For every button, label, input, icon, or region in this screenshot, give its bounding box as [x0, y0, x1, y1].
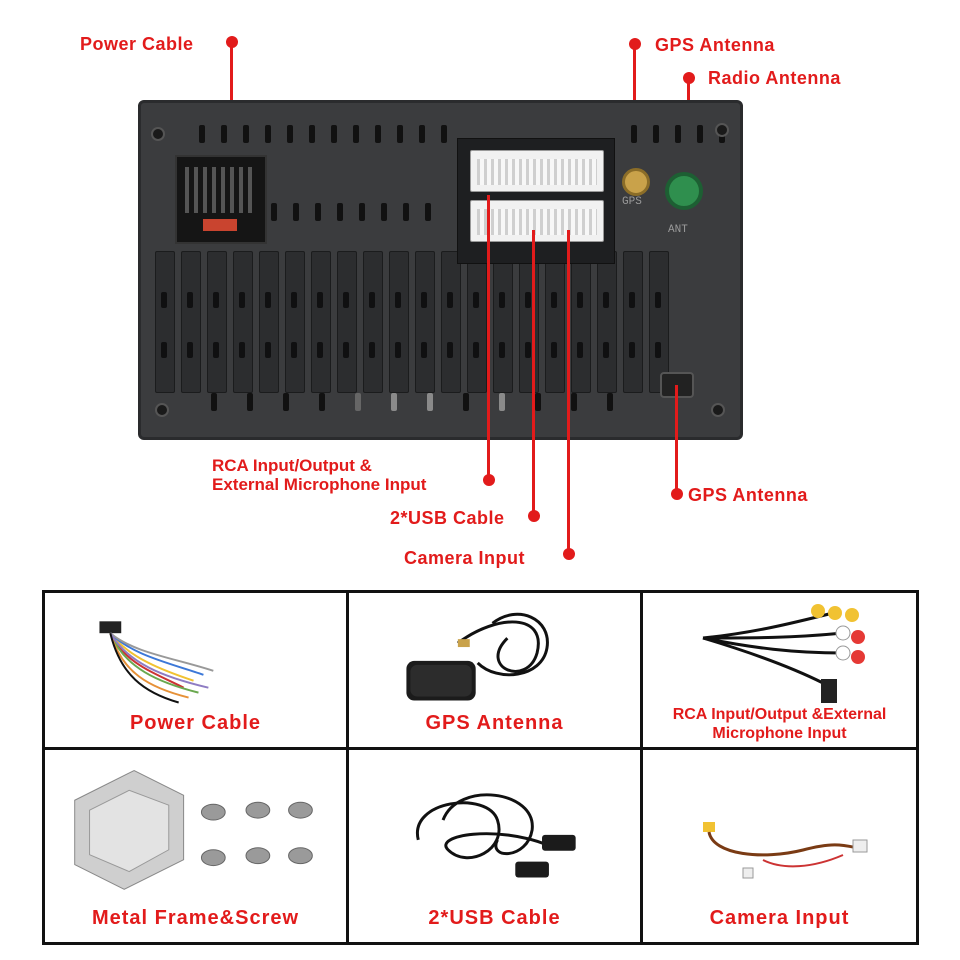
- usb-callout: 2*USB Cable: [390, 508, 505, 528]
- usb-dot: [528, 510, 540, 522]
- power-harness-port: [175, 155, 267, 244]
- accessory-cell-usb-cable: 2*USB Cable: [349, 750, 643, 942]
- accessory-label-line2: Microphone Input: [712, 725, 847, 742]
- usb-cables-icon: [416, 793, 576, 878]
- accessory-label-line1: RCA Input/Output &External: [672, 706, 887, 723]
- accessory-label: GPS Antenna: [425, 712, 564, 734]
- accessory-cell-metal-frame: Metal Frame&Screw: [45, 750, 349, 942]
- accessories-table: Power Cable GPS Antenna RCA Input/Output…: [42, 590, 919, 945]
- camera-dot: [563, 548, 575, 560]
- gps-bottom-dot: [671, 488, 683, 500]
- gps-bottom-leader: [675, 385, 678, 493]
- gps-port-engraving: GPS: [622, 196, 642, 208]
- accessory-label: Metal Frame&Screw: [91, 907, 300, 929]
- radio-antenna-port: [665, 172, 703, 210]
- corner-screw: [715, 123, 729, 137]
- corner-screw: [151, 127, 165, 141]
- ant-port-engraving: ANT: [668, 224, 688, 236]
- accessory-label: Power Cable: [129, 712, 262, 734]
- accessory-label: Camera Input: [709, 907, 850, 929]
- accessory-cell-power-cable: Power Cable: [45, 593, 349, 750]
- gps-antenna-port: [622, 168, 650, 196]
- rca-multi-connector: [470, 150, 604, 192]
- power-cable-callout: Power Cable: [80, 34, 194, 54]
- rca-callout-line2: External Microphone Input: [212, 475, 427, 494]
- accessory-cell-camera-input: Camera Input: [643, 750, 916, 942]
- gps-antenna-bottom-callout: GPS Antenna: [688, 485, 808, 505]
- gps-antenna-puck-icon: [406, 612, 549, 701]
- camera-input-cable-icon: [703, 822, 868, 879]
- radio-antenna-callout: Radio Antenna: [708, 68, 841, 88]
- rca-leader: [487, 195, 490, 480]
- rca-dot: [483, 474, 495, 486]
- rca-cable-icon: [702, 604, 865, 703]
- usb-leader: [532, 230, 535, 514]
- corner-screw: [711, 403, 725, 417]
- corner-screw: [155, 403, 169, 417]
- accessory-cell-gps-antenna: GPS Antenna: [349, 593, 643, 750]
- usb-camera-connector: [470, 200, 604, 242]
- accessory-label: 2*USB Cable: [428, 907, 561, 929]
- metal-frame-screws-icon: [74, 769, 313, 890]
- head-unit-back-panel: [138, 100, 743, 440]
- power-cable-harness-icon: [99, 621, 214, 704]
- gps-antenna-top-callout: GPS Antenna: [655, 35, 775, 55]
- camera-leader: [567, 230, 570, 552]
- rca-callout-line1: RCA Input/Output &: [212, 456, 372, 475]
- camera-callout: Camera Input: [404, 548, 526, 568]
